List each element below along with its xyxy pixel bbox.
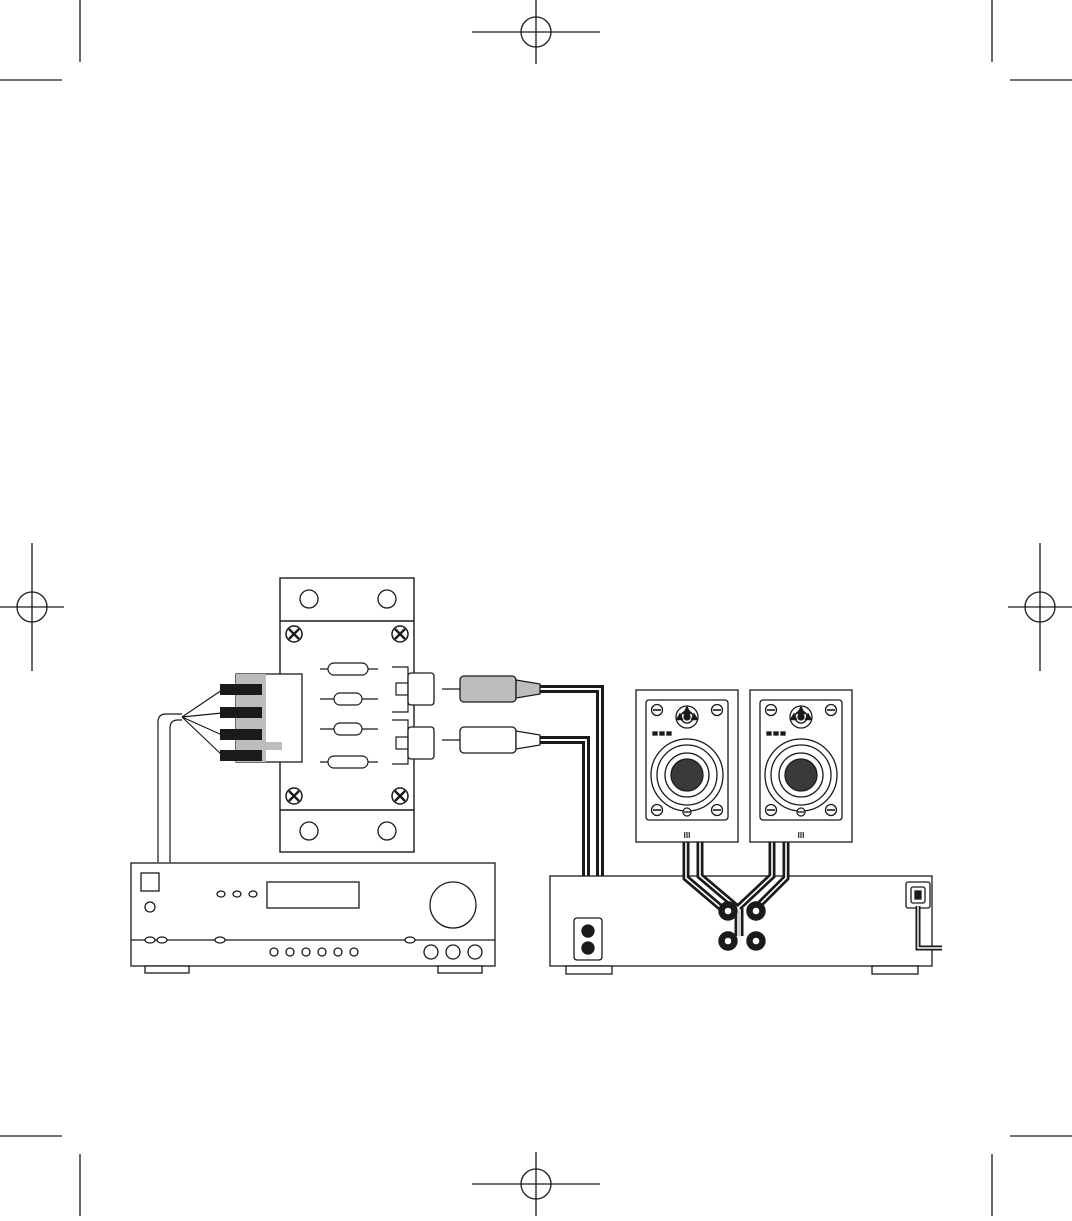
- left-speaker: III: [636, 690, 738, 842]
- left-speaker-badge: III: [684, 831, 691, 840]
- right-speaker-badge: III: [798, 831, 805, 840]
- head-unit-receiver: [131, 863, 495, 973]
- registration-mark-left: [0, 543, 64, 671]
- rca-plug-gray: [442, 676, 540, 702]
- speaker-input-plug: [220, 674, 302, 762]
- rca-plug-white: [442, 727, 540, 753]
- indicator-dots: [217, 891, 257, 897]
- registration-mark-right: [1008, 543, 1072, 671]
- speakers: III III: [636, 690, 852, 842]
- display-window: [267, 882, 359, 908]
- rca-input-panel: [574, 918, 602, 960]
- registration-mark-bottom: [472, 1152, 600, 1216]
- right-speaker: III: [750, 690, 852, 842]
- volume-knob: [430, 882, 476, 928]
- speaker-wire-input: [158, 690, 222, 862]
- line-output-converter: [280, 578, 434, 852]
- subwoofer-amplifier: [550, 876, 942, 974]
- registration-mark-top: [472, 0, 600, 64]
- power-socket: [906, 882, 930, 908]
